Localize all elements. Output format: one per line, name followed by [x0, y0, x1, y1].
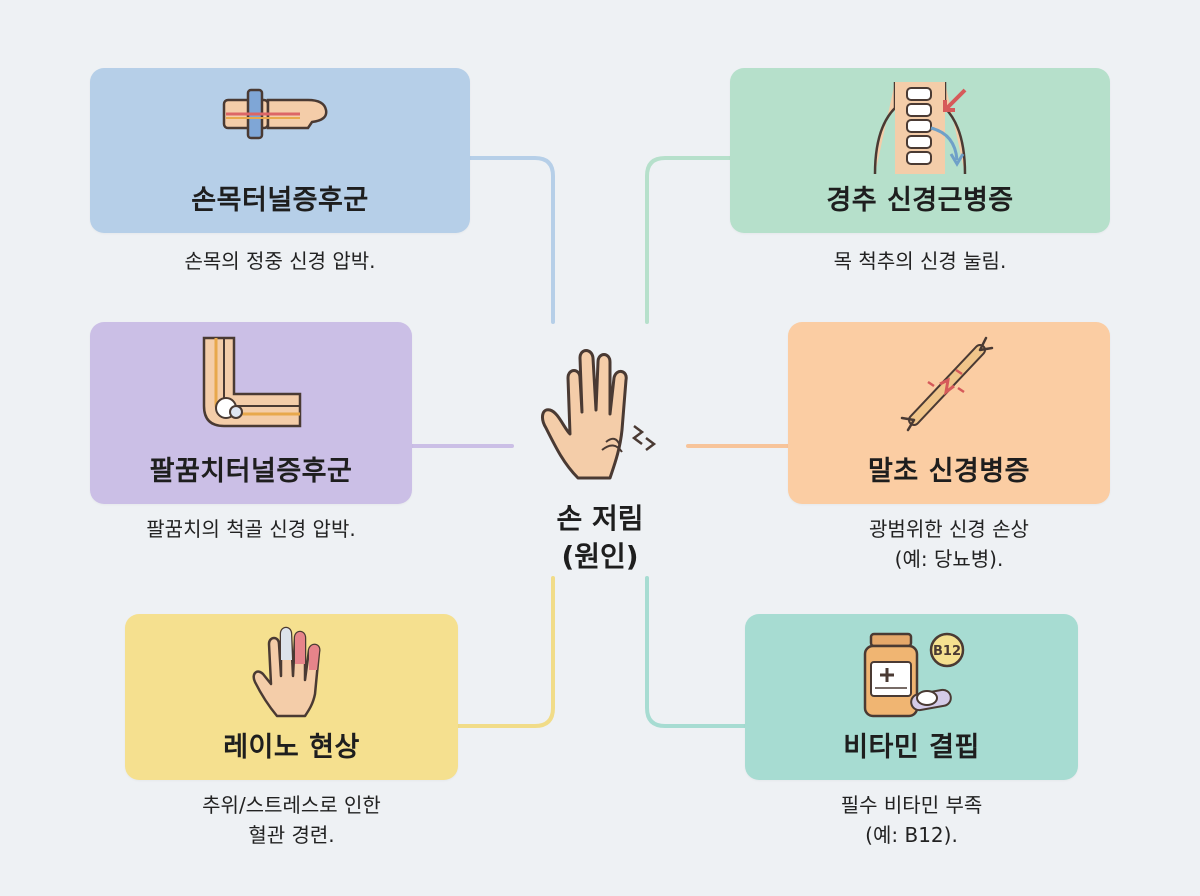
card-cubital-tunnel: 팔꿈치터널증후군 [90, 322, 412, 504]
wrist-nerve-icon [220, 82, 340, 146]
center-hand [530, 338, 670, 488]
card-title: 레이노 현상 [223, 732, 360, 763]
connector-raynaud [456, 576, 555, 728]
connector-cervical [645, 156, 732, 324]
card-title: 경추 신경근병증 [826, 185, 1014, 216]
cold-fingers-hand-icon [247, 624, 337, 724]
desc-line-1: 추위/스트레스로 인한 [202, 793, 381, 817]
card-title: 팔꿈치터널증후군 [149, 456, 353, 487]
desc-line-2: 혈관 경련. [248, 823, 335, 847]
desc-line-1: 목 척추의 신경 눌림. [833, 249, 1007, 273]
card-title: 말초 신경병증 [868, 456, 1030, 487]
center-label-line1: 손 저림 [556, 502, 644, 535]
card-cervical-radiculopathy: 경추 신경근병증 [730, 68, 1110, 233]
card-desc-carpal: 손목의 정중 신경 압박. [90, 246, 470, 276]
card-title: 손목터널증후군 [191, 185, 369, 216]
desc-line-2: (예: 당뇨병). [894, 547, 1004, 571]
center-label-line2: (원인) [561, 540, 639, 573]
vitamin-badge-text: B12 [933, 644, 961, 659]
tingling-hand-icon [541, 349, 657, 480]
center-label: 손 저림 (원인) [500, 500, 700, 576]
card-desc-cubital: 팔꿈치의 척골 신경 압박. [90, 514, 412, 544]
desc-line-1: 필수 비타민 부족 [840, 793, 983, 817]
card-desc-raynaud: 추위/스트레스로 인한 혈관 경련. [125, 790, 458, 850]
card-carpal-tunnel: 손목터널증후군 [90, 68, 470, 233]
card-desc-peripheral: 광범위한 신경 손상 (예: 당뇨병). [788, 514, 1110, 574]
card-desc-vitamin: 필수 비타민 부족 (예: B12). [745, 790, 1078, 850]
damaged-nerve-icon [894, 334, 1004, 438]
vitamin-bottle-icon: B12 [857, 626, 967, 726]
card-desc-cervical: 목 척추의 신경 눌림. [730, 246, 1110, 276]
desc-line-2: (예: B12). [865, 823, 958, 847]
elbow-icon [196, 334, 306, 438]
connector-carpal [468, 156, 555, 324]
card-title: 비타민 결핍 [843, 732, 980, 763]
neck-spine-icon [865, 78, 975, 182]
connector-vitamin [645, 576, 747, 728]
card-peripheral-neuropathy: 말초 신경병증 [788, 322, 1110, 504]
desc-line-1: 손목의 정중 신경 압박. [184, 249, 376, 273]
desc-line-1: 광범위한 신경 손상 [869, 517, 1029, 541]
card-vitamin-deficiency: B12 비타민 결핍 [745, 614, 1078, 780]
card-raynaud: 레이노 현상 [125, 614, 458, 780]
desc-line-1: 팔꿈치의 척골 신경 압박. [146, 517, 356, 541]
